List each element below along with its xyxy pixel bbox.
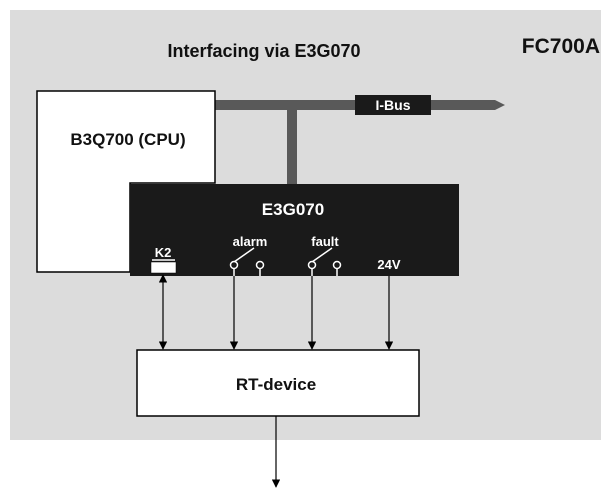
fault-contact-icon [307, 247, 342, 276]
k2-terminal [150, 261, 177, 274]
k2-label: K2 [155, 245, 172, 260]
cpu-block [36, 90, 216, 273]
model-label: FC700A [522, 35, 600, 58]
module-label: E3G070 [262, 200, 324, 219]
diagram-title: Interfacing via E3G070 [167, 41, 360, 61]
bus-stub [287, 110, 297, 184]
fault-label: fault [311, 234, 339, 249]
alarm-label: alarm [233, 234, 268, 249]
rt-device-box [136, 349, 420, 417]
supply-label: 24V [377, 257, 400, 272]
i-bus-label-box [355, 95, 431, 115]
rt-device-label: RT-device [236, 375, 316, 394]
alarm-contact-icon [229, 247, 265, 276]
cpu-label: B3Q700 (CPU) [70, 130, 185, 149]
e3g070-module [130, 184, 459, 276]
i-bus-label: I-Bus [376, 97, 411, 113]
